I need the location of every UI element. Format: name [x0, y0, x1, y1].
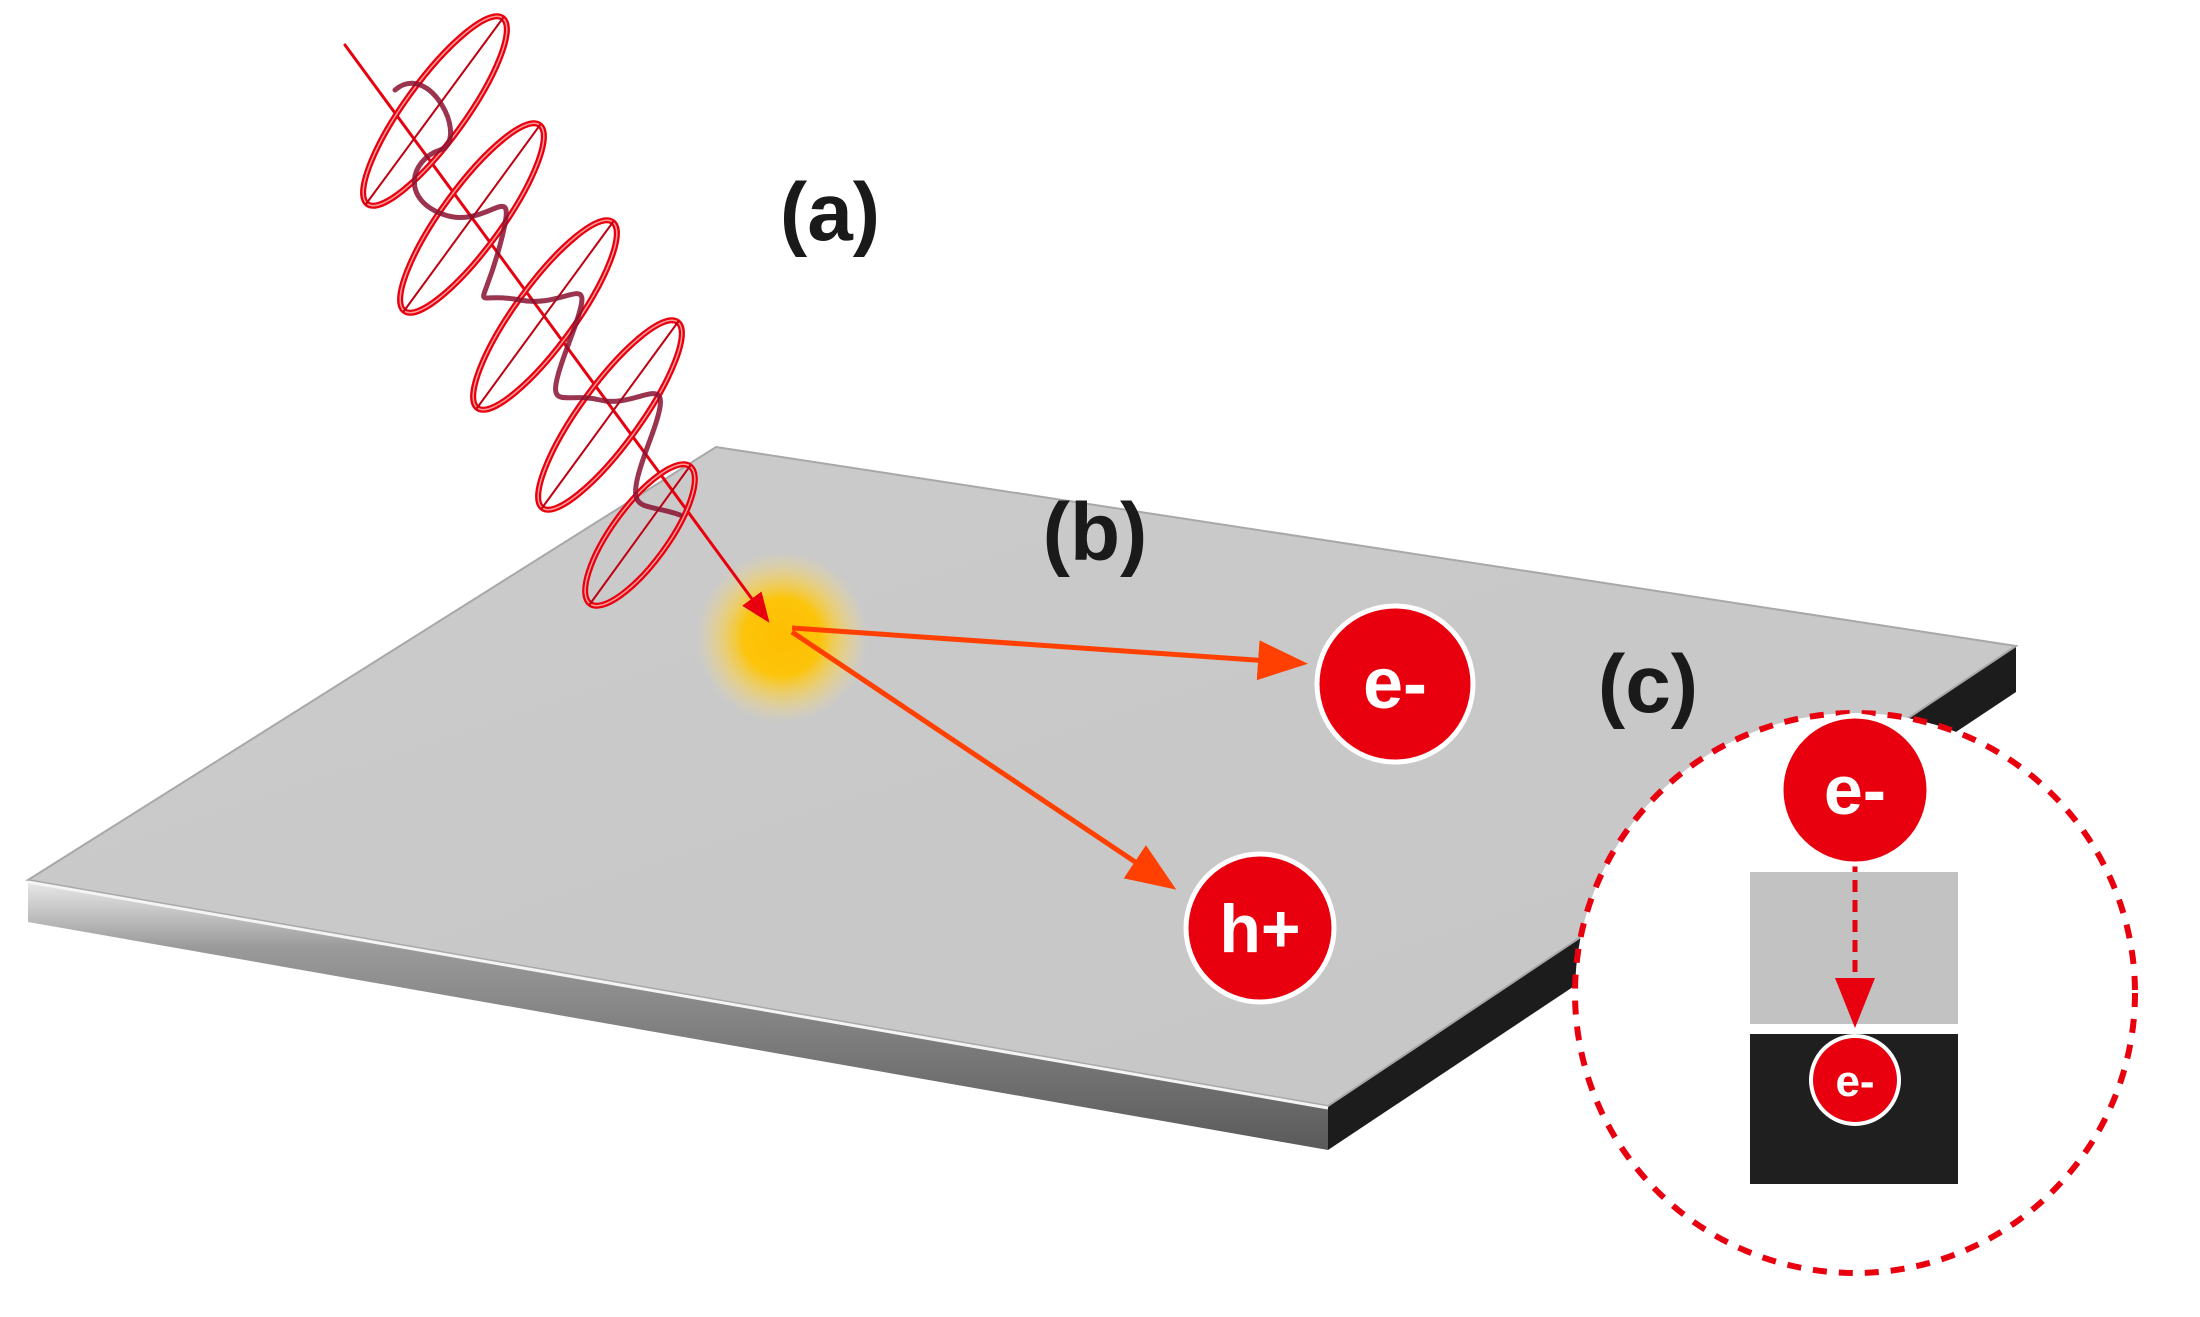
plate-top-face	[25, 445, 2019, 1108]
label-c: (c)	[1598, 639, 1698, 730]
electron-label: e-	[1363, 644, 1427, 724]
hole-label: h+	[1219, 891, 1300, 967]
inset-electron-bottom: e-	[1809, 1034, 1901, 1126]
electron-arrow	[791, 625, 1308, 681]
plate-front-edge	[28, 880, 1328, 1150]
light-wave	[343, 13, 770, 623]
inset-electron-top-label: e-	[1824, 751, 1886, 829]
carrier-arrows	[790, 625, 1308, 890]
inset-magnifier: e- e-	[1572, 710, 2138, 1276]
hole-arrow	[790, 629, 1177, 890]
polarization-ellipse	[470, 217, 620, 413]
electron-particle: e-	[1314, 603, 1476, 765]
polarization-ellipse	[360, 13, 510, 209]
label-b: (b)	[1043, 487, 1148, 578]
absorption-glow	[696, 551, 868, 723]
inset-electron-top: e-	[1778, 713, 1932, 867]
polarization-ellipse	[582, 461, 698, 609]
inset-electron-bottom-label: e-	[1835, 1057, 1874, 1106]
wave-helix	[392, 80, 683, 518]
wave-propagation-axis	[343, 43, 770, 623]
label-a: (a)	[780, 167, 880, 258]
hole-particle: h+	[1183, 851, 1337, 1005]
